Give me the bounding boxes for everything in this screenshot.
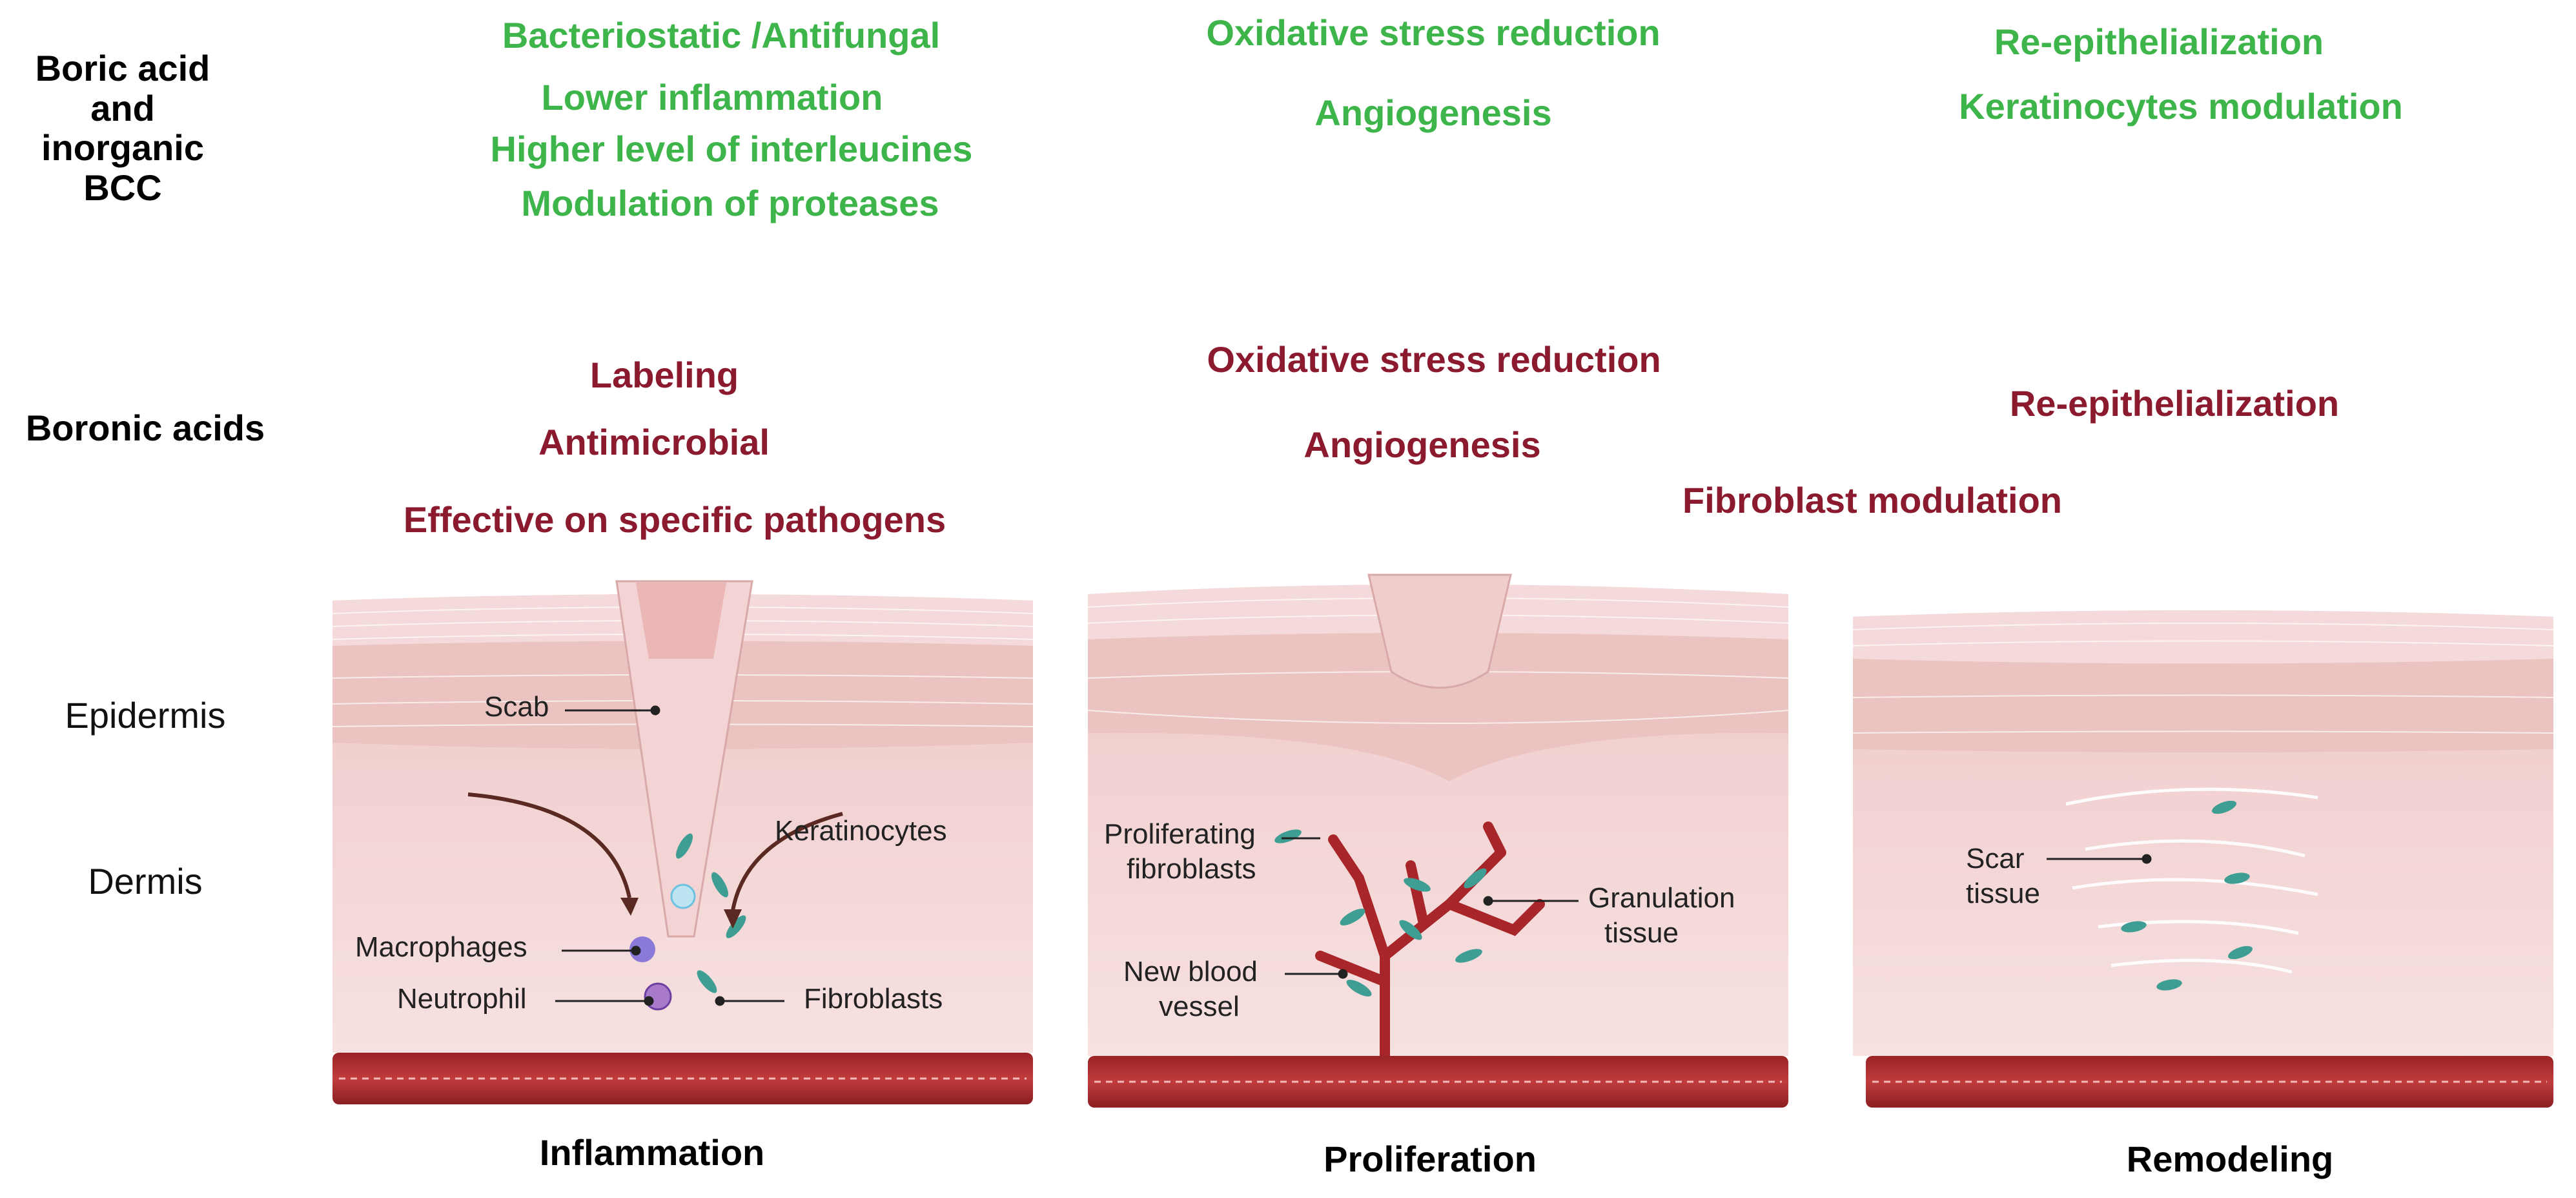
boric-inflammation-effect-2: Lower inflammation — [541, 77, 883, 118]
row-label-line: BCC — [83, 167, 162, 208]
annotation-new-blood-vessel: New blood vessel — [1123, 955, 1258, 1024]
stratum-corneum — [1853, 610, 2553, 664]
annotation-granulation-tissue: Granulation tissue — [1588, 881, 1735, 950]
wound-wedge — [615, 580, 753, 938]
blood-vessel — [332, 1053, 1033, 1104]
boric-remodeling-effect-2: Keratinocytes modulation — [1959, 86, 2403, 127]
stage-title-remodeling: Remodeling — [2126, 1139, 2334, 1179]
annotation-line: New blood — [1123, 956, 1258, 987]
stage-title-proliferation: Proliferation — [1324, 1139, 1537, 1179]
annotation-line: tissue — [1604, 916, 1679, 949]
arrow-left-head — [620, 898, 639, 916]
annotation-proliferating-fibroblasts: Proliferating fibroblasts — [1104, 817, 1256, 886]
arrow-right-head — [724, 909, 742, 929]
scar-tissue — [2065, 787, 2318, 974]
remodeling-illustration — [1853, 610, 2553, 1108]
fibroblast-cells — [676, 833, 746, 993]
boric-inflammation-effect-3: Higher level of interleucines — [490, 129, 973, 169]
boric-remodeling-effect-1: Re-epithelialization — [1994, 21, 2324, 62]
proliferation-illustration — [1088, 573, 1788, 1108]
annotation-line: tissue — [1966, 877, 2040, 909]
panel-remodeling: Scar tissue — [1853, 591, 2553, 1111]
row-label-line: Boric acid — [35, 48, 210, 88]
annotation-line: vessel — [1159, 990, 1240, 1022]
boronic-remodeling-effect-1: Re-epithelialization — [2009, 383, 2340, 424]
blood-vessel — [1088, 1056, 1788, 1108]
boric-inflammation-effect-4: Modulation of proteases — [521, 183, 939, 223]
boronic-proliferation-effect-1: Oxidative stress reduction — [1207, 339, 1661, 380]
annotation-line: Granulation — [1588, 882, 1735, 914]
boric-proliferation-effect-1: Oxidative stress reduction — [1206, 12, 1661, 53]
row-label-line: and inorganic — [41, 87, 205, 169]
boronic-inflammation-effect-2: Antimicrobial — [538, 422, 770, 462]
boronic-remodeling-effect-2: Fibroblast modulation — [1682, 480, 2062, 521]
boronic-proliferation-effect-2: Angiogenesis — [1303, 424, 1541, 465]
boronic-inflammation-effect-1: Labeling — [589, 355, 739, 395]
boronic-inflammation-effect-3: Effective on specific pathogens — [403, 499, 946, 540]
stage-title-inflammation: Inflammation — [539, 1132, 765, 1173]
annotation-macrophages: Macrophages — [355, 931, 527, 963]
annotation-line: fibroblasts — [1127, 852, 1256, 885]
scar-fibroblast-cells — [2121, 800, 2253, 991]
annotation-scar-tissue: Scar tissue — [1966, 842, 2040, 911]
inflammation-illustration — [332, 580, 1033, 1104]
arrow-right — [731, 812, 843, 911]
keratinocyte-cell — [670, 883, 696, 909]
annotation-fibroblasts: Fibroblasts — [804, 983, 943, 1015]
annotation-line: Scar — [1966, 843, 2025, 874]
boric-proliferation-effect-2: Angiogenesis — [1314, 92, 1552, 133]
boric-inflammation-effect-1: Bacteriostatic /Antifungal — [502, 15, 941, 56]
layer-label-dermis: Dermis — [88, 861, 203, 902]
annotation-line: Proliferating — [1104, 818, 1256, 850]
proliferating-fibroblast-cells — [1274, 829, 1487, 997]
dermis-layer — [1853, 736, 2553, 1056]
panel-inflammation: Scab Keratinocytes Macrophages Neutrophi… — [332, 575, 1033, 1111]
annotation-scab: Scab — [484, 691, 549, 723]
scab-shape — [636, 583, 726, 659]
arrow-left — [467, 792, 631, 898]
scab-shape — [1367, 573, 1512, 689]
layer-label-epidermis: Epidermis — [65, 695, 226, 736]
panel-proliferation: Proliferating fibroblasts Granulation ti… — [1088, 568, 1788, 1111]
row-label-boronic-acids: Boronic acids — [25, 408, 265, 448]
row-label-boric-acid: Boric acid and inorganic BCC — [26, 48, 220, 207]
macrophage-cell — [629, 936, 655, 962]
annotation-keratinocytes: Keratinocytes — [775, 815, 947, 847]
annotation-neutrophil: Neutrophil — [397, 983, 527, 1015]
